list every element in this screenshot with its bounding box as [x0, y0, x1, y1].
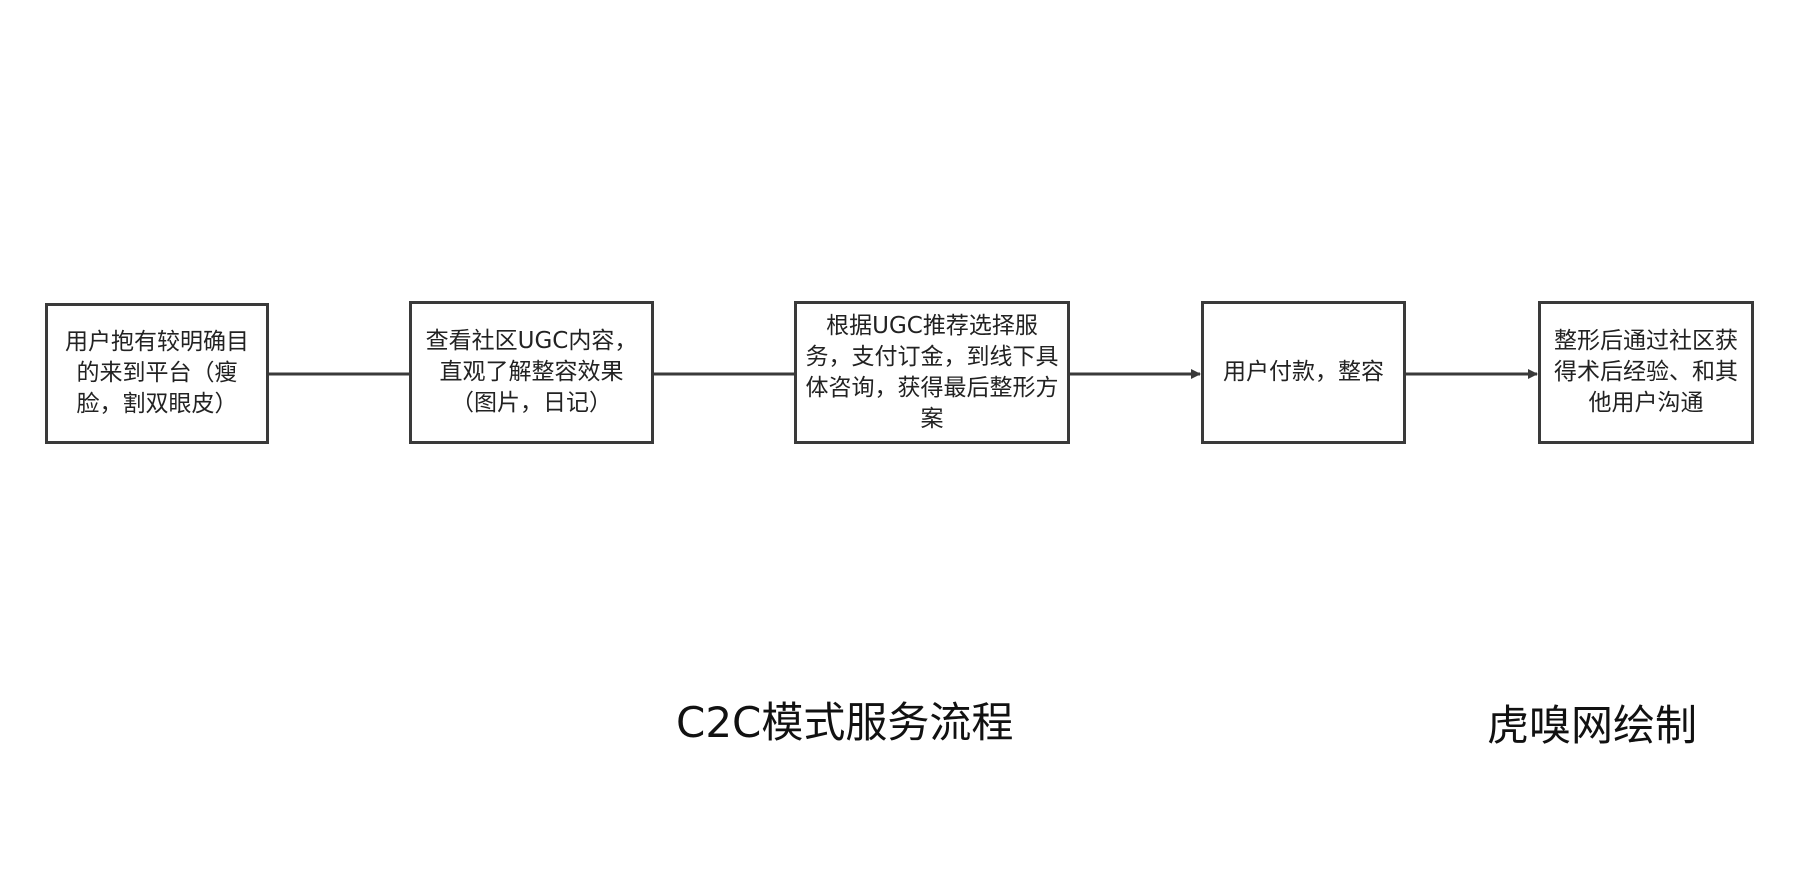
step-4-text: 用户付款，整容 [1223, 359, 1384, 385]
step-4-box: 用户付款，整容 [1201, 301, 1406, 444]
diagram-title: C2C模式服务流程 [676, 698, 1014, 747]
step-2-text: 查看社区UGC内容，直观了解整容效果（图片，日记） [425, 328, 638, 416]
step-5-text: 整形后通过社区获得术后经验、和其他用户沟通 [1554, 328, 1738, 416]
step-1-text: 用户抱有较明确目的来到平台（瘦脸，割双眼皮） [65, 329, 249, 417]
step-1-box: 用户抱有较明确目的来到平台（瘦脸，割双眼皮） [45, 303, 269, 444]
step-5-box: 整形后通过社区获得术后经验、和其他用户沟通 [1538, 301, 1754, 444]
credit-caption: 虎嗅网绘制 [1487, 701, 1698, 750]
step-2-box: 查看社区UGC内容，直观了解整容效果（图片，日记） [409, 301, 654, 444]
step-3-box: 根据UGC推荐选择服务，支付订金，到线下具体咨询，获得最后整形方案 [794, 301, 1070, 444]
step-3-text: 根据UGC推荐选择服务，支付订金，到线下具体咨询，获得最后整形方案 [805, 312, 1059, 432]
